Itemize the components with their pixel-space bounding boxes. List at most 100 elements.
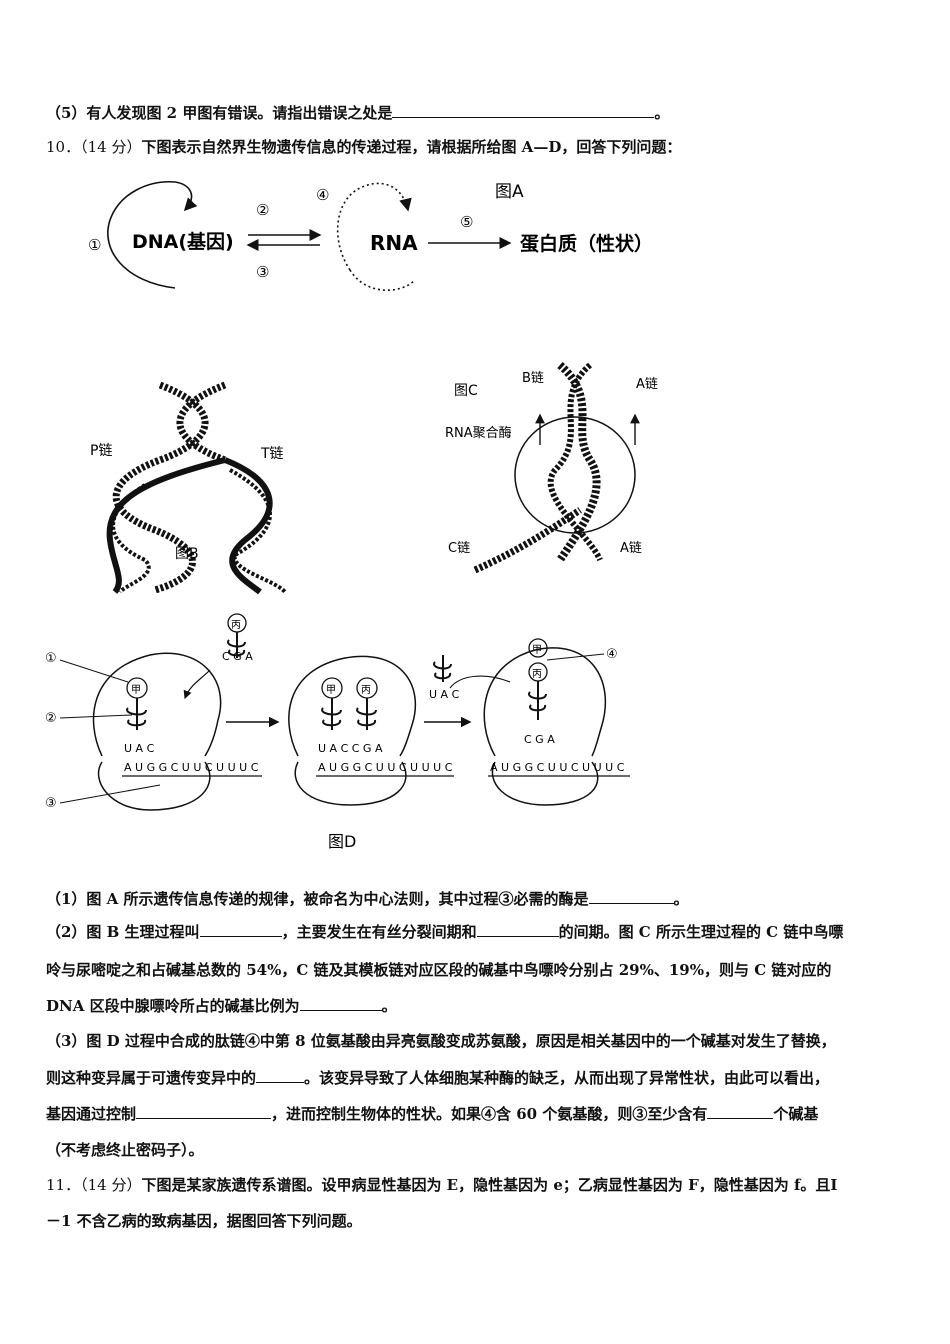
- q10-part1-end: 。: [673, 890, 689, 908]
- jia-label-1: 甲: [131, 685, 141, 696]
- free-cga: C G A: [222, 650, 253, 663]
- t-chain-complement: [229, 468, 287, 594]
- answer-blank[interactable]: [299, 996, 382, 1011]
- answer-blank[interactable]: [199, 922, 282, 937]
- q9-part5: （5）有人发现图 2 甲图有错误。请指出错误之处是 。: [46, 103, 910, 123]
- b-chain-label: B链: [522, 371, 544, 386]
- dna-second-strand: [547, 362, 603, 562]
- t-chain-strand: [223, 457, 273, 595]
- c-chain-rna: [473, 507, 582, 574]
- rna-polymerase: [514, 416, 636, 534]
- replication-loop: [107, 181, 198, 289]
- answer-blank[interactable]: [392, 103, 655, 118]
- q10-part2-text-d: 呤与尿嘧啶之和占碱基总数的 54%，C 链及其模板链对应区段的碱基中鸟嘌呤分别占…: [46, 961, 832, 979]
- dna-strand-top-right: [176, 381, 227, 464]
- a-chain-bottom-label: A链: [620, 541, 642, 556]
- q10-part2-end: 。: [381, 997, 397, 1015]
- q10-part2-text-c: 的间期。图 C 所示生理过程的 C 链中鸟嘌: [558, 923, 844, 941]
- q10-part2-line2: 呤与尿嘧啶之和占碱基总数的 54%，C 链及其模板链对应区段的碱基中鸟嘌呤分别占…: [46, 960, 910, 980]
- p-chain-complement: [111, 483, 151, 594]
- rna-loop-tail: [349, 269, 416, 291]
- p-chain-label: P链: [90, 443, 112, 459]
- question-score: （14 分）: [80, 138, 142, 156]
- label-1: ①: [45, 651, 57, 666]
- ribosome-3: 甲 丙 C G A A U G G C U U C U U U C: [449, 638, 630, 806]
- answer-blank[interactable]: [136, 1104, 272, 1119]
- figure-b-title: 图B: [175, 546, 199, 562]
- figure-a-title: 图A: [495, 182, 524, 202]
- process-3-label: ③: [256, 263, 269, 281]
- q11-stem-line1: 11．（14 分）下图是某家族遗传系谱图。设甲病显性基因为 E，隐性基因为 e；…: [46, 1175, 910, 1195]
- q11-text-b: －1 不含乙病的致病基因，据图回答下列问题。: [46, 1212, 362, 1230]
- q10-part3-line2: 则这种变异属于可遗传变异中的。该变异导致了人体细胞某种酶的缺乏，从而出现了异常性…: [46, 1068, 910, 1088]
- q10-part2-line3: DNA 区段中腺嘌呤所占的碱基比例为 。: [46, 996, 910, 1016]
- q10-part3-text-e: ，进而控制生物体的性状。如果④含 60 个氨基酸，则③至少含有: [271, 1105, 708, 1123]
- bing-label-3: 丙: [532, 669, 542, 680]
- label-3: ③: [45, 796, 57, 811]
- q10-part2-text-e: DNA 区段中腺嘌呤所占的碱基比例为: [46, 997, 300, 1015]
- q11-stem-line2: －1 不含乙病的致病基因，据图回答下列问题。: [46, 1211, 910, 1231]
- anticodon-cga: C G A: [524, 733, 555, 746]
- figure-a: ① DNA(基因) ② ③ ④ RNA ⑤ 蛋白质（性状） 图A: [88, 181, 653, 291]
- jia-label-2: 甲: [326, 685, 336, 696]
- question-number: 10．: [46, 138, 81, 156]
- label-2: ②: [45, 711, 57, 726]
- q10-stem: 10．（14 分）下图表示自然界生物遗传信息的传递过程，请根据所给图 A—D，回…: [46, 137, 910, 157]
- leaving-trna: U A C: [429, 655, 460, 701]
- anticodon-uac-1: U A C: [124, 742, 155, 755]
- process-1-label: ①: [88, 236, 101, 254]
- q10-part3-text-g: （不考虑终止密码子）。: [46, 1141, 204, 1159]
- ribosome-1: 甲 U A C A U G G C U U C U U U C: [92, 652, 262, 811]
- rna-label: RNA: [370, 231, 418, 255]
- q10-part3-text-c: 。该变异导致了人体细胞某种酶的缺乏，从而出现了异常性状，由此可以看出，: [304, 1069, 830, 1087]
- p-chain-strand: [106, 457, 226, 594]
- answer-blank[interactable]: [707, 1104, 774, 1119]
- mrna-sequence-2: A U G G C U U C U U U C: [318, 761, 453, 774]
- leader-3: [59, 784, 161, 804]
- t-chain-label: T链: [260, 446, 284, 462]
- free-trna-bing: 丙 C G A: [222, 613, 253, 663]
- answer-blank[interactable]: [256, 1068, 305, 1083]
- label-4: ④: [606, 647, 618, 662]
- figure-d-title: 图D: [328, 832, 356, 851]
- leader-4: [546, 653, 605, 661]
- q10-part2-line1: （2）图 B 生理过程叫，主要发生在有丝分裂间期和的间期。图 C 所示生理过程的…: [46, 922, 910, 942]
- answer-blank[interactable]: [476, 922, 559, 937]
- q9-part5-text: （5）有人发现图 2 甲图有错误。请指出错误之处是: [46, 104, 393, 122]
- bing-label-2: 丙: [361, 685, 371, 696]
- figure-c: 图C B链 A链 RNA聚合酶 C链 A链: [445, 361, 658, 574]
- q10-part3-line1: （3）图 D 过程中合成的肽链④中第 8 位氨基酸由异亮氨酸变成苏氨酸，原因是相…: [46, 1031, 910, 1051]
- figure-d: 丙 C G A 甲 U A C A U G G C U U C U U U C …: [45, 613, 630, 851]
- q10-part1-text: （1）图 A 所示遗传信息传递的规律，被命名为中心法则，其中过程③必需的酶是: [46, 890, 589, 908]
- bing-label: 丙: [231, 620, 241, 631]
- rna-replication-loop: [336, 182, 412, 271]
- figure-b: P链 T链 图B: [90, 381, 287, 595]
- q10-part3-text-f: 个碱基: [773, 1105, 819, 1123]
- q11-text-a: 下图是某家族遗传系谱图。设甲病显性基因为 E，隐性基因为 e；乙病显性基因为 F…: [141, 1176, 838, 1194]
- question-score: （14 分）: [80, 1176, 142, 1194]
- q10-part3-line3: 基因通过控制 ，进而控制生物体的性状。如果④含 60 个氨基酸，则③至少含有 个碱基: [46, 1104, 910, 1124]
- q10-part3-line4: （不考虑终止密码子）。: [46, 1140, 910, 1160]
- protein-label: 蛋白质（性状）: [520, 232, 653, 255]
- ribosome-2: 甲 丙 U A C C G A A U G G C U U C U U U C: [288, 655, 454, 806]
- question-number: 11．: [46, 1176, 81, 1194]
- mrna-sequence-1: A U G G C U U C U U U C: [124, 761, 259, 774]
- c-chain-label: C链: [448, 541, 470, 556]
- jia-label-3: 甲: [532, 645, 542, 656]
- mrna-sequence-3: A U G G C U U C U U U C: [490, 761, 625, 774]
- q10-part3-text-a: （3）图 D 过程中合成的肽链④中第 8 位氨基酸由异亮氨酸变成苏氨酸，原因是相…: [46, 1032, 836, 1050]
- a-chain-top-label: A链: [636, 377, 658, 392]
- leader-1: [59, 659, 129, 683]
- rna-polymerase-label: RNA聚合酶: [445, 425, 512, 441]
- free-uac: U A C: [429, 688, 460, 701]
- dna-strand-top-left: [112, 381, 209, 594]
- question-stem: 下图表示自然界生物遗传信息的传递过程，请根据所给图 A—D，回答下列问题：: [141, 138, 682, 156]
- q10-part2-text-a: （2）图 B 生理过程叫: [46, 923, 200, 941]
- figure-c-title: 图C: [454, 383, 478, 399]
- dna-label: DNA(基因): [132, 230, 234, 253]
- process-4-label: ④: [316, 186, 329, 204]
- q9-part5-end: 。: [654, 104, 670, 122]
- dna-double-helix: [556, 361, 601, 563]
- answer-blank[interactable]: [588, 889, 674, 904]
- q10-part3-text-d: 基因通过控制: [46, 1105, 137, 1123]
